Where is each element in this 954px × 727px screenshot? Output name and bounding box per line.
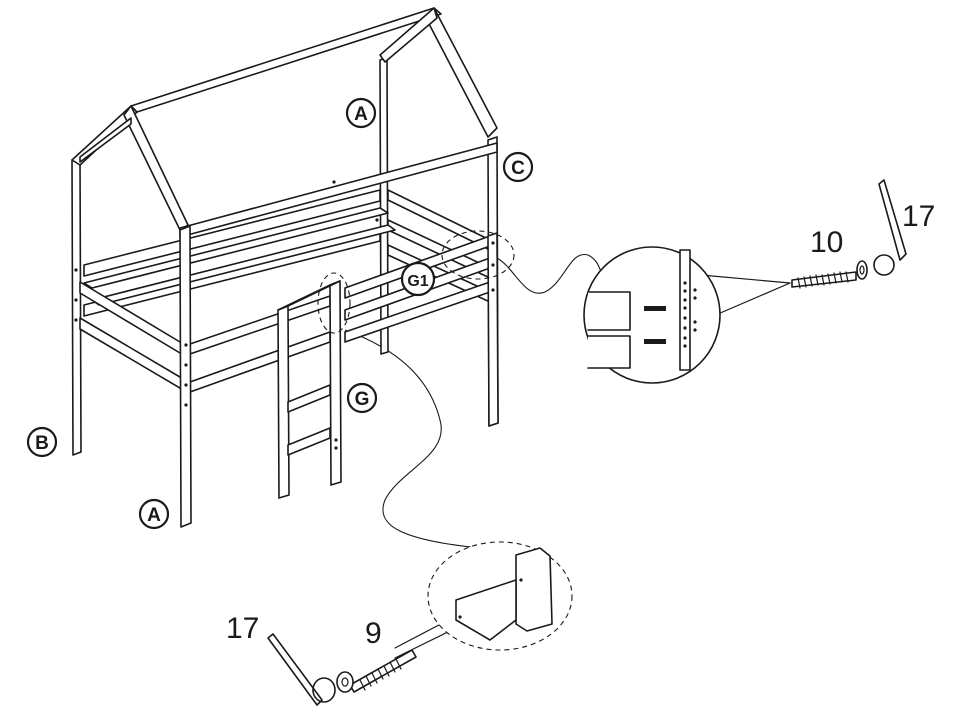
post-front-left — [179, 225, 192, 528]
end-rail-left-lower — [79, 317, 186, 392]
detail-upper-rail-a — [587, 291, 631, 331]
screw-icon — [644, 306, 666, 311]
screw-icon — [644, 339, 666, 344]
roof-ridge — [130, 7, 442, 113]
loft-bed-frame — [71, 7, 515, 528]
part-label-c: C — [502, 151, 534, 183]
callout-key-17-lower: 17 — [226, 612, 259, 645]
screw-holes — [74, 180, 495, 450]
back-rail-upper — [83, 189, 381, 277]
post-back-center — [379, 57, 389, 355]
part-label-a-bottom: A — [138, 498, 170, 530]
callout-screw-10: 10 — [810, 226, 843, 259]
detail-marker-upper — [441, 230, 515, 280]
washer-icon — [856, 260, 868, 280]
roof-right-slope — [426, 7, 498, 138]
post-front-right — [487, 232, 499, 427]
part-label-a-bottom-text: A — [147, 505, 161, 526]
detail-lower-post — [515, 547, 553, 632]
part-label-g1-text: G1 — [407, 273, 428, 290]
detail-marker-lower — [317, 272, 351, 334]
part-label-a-top: A — [345, 97, 377, 129]
part-label-g: G — [346, 382, 378, 414]
screw-icon — [791, 271, 857, 289]
part-label-a-top-text: A — [354, 104, 368, 125]
detail-upper-holes — [683, 281, 697, 348]
part-label-g-text: G — [355, 389, 370, 410]
detail-inset-lower — [394, 541, 573, 659]
detail-upper-rail-b — [587, 335, 631, 369]
roof-front-slope — [123, 105, 189, 231]
slat-frame-far — [83, 207, 389, 289]
part-label-g1: G1 — [400, 261, 436, 297]
leader-lower — [344, 329, 481, 549]
post-back-left — [71, 156, 82, 456]
callout-key-17-upper: 17 — [902, 200, 935, 233]
part-label-b: B — [26, 426, 58, 458]
allen-key-icon — [873, 179, 907, 276]
detail-lower-rail — [455, 579, 517, 641]
ladder-rail-right — [329, 280, 342, 486]
roof-back-slope — [379, 7, 438, 63]
screw-icon — [349, 649, 417, 693]
allen-key-icon — [267, 633, 336, 706]
ladder-step-upper — [287, 384, 331, 413]
roof-back-eave — [79, 117, 132, 163]
part-label-c-text: C — [511, 158, 525, 179]
detail-upper-post — [679, 249, 691, 371]
part-label-b-text: B — [35, 433, 49, 454]
ladder-top-cap — [277, 280, 341, 311]
washer-icon — [336, 671, 354, 693]
detail-inset-upper — [583, 246, 791, 384]
ladder-step-lower — [287, 427, 331, 456]
callout-screw-9: 9 — [365, 617, 382, 650]
